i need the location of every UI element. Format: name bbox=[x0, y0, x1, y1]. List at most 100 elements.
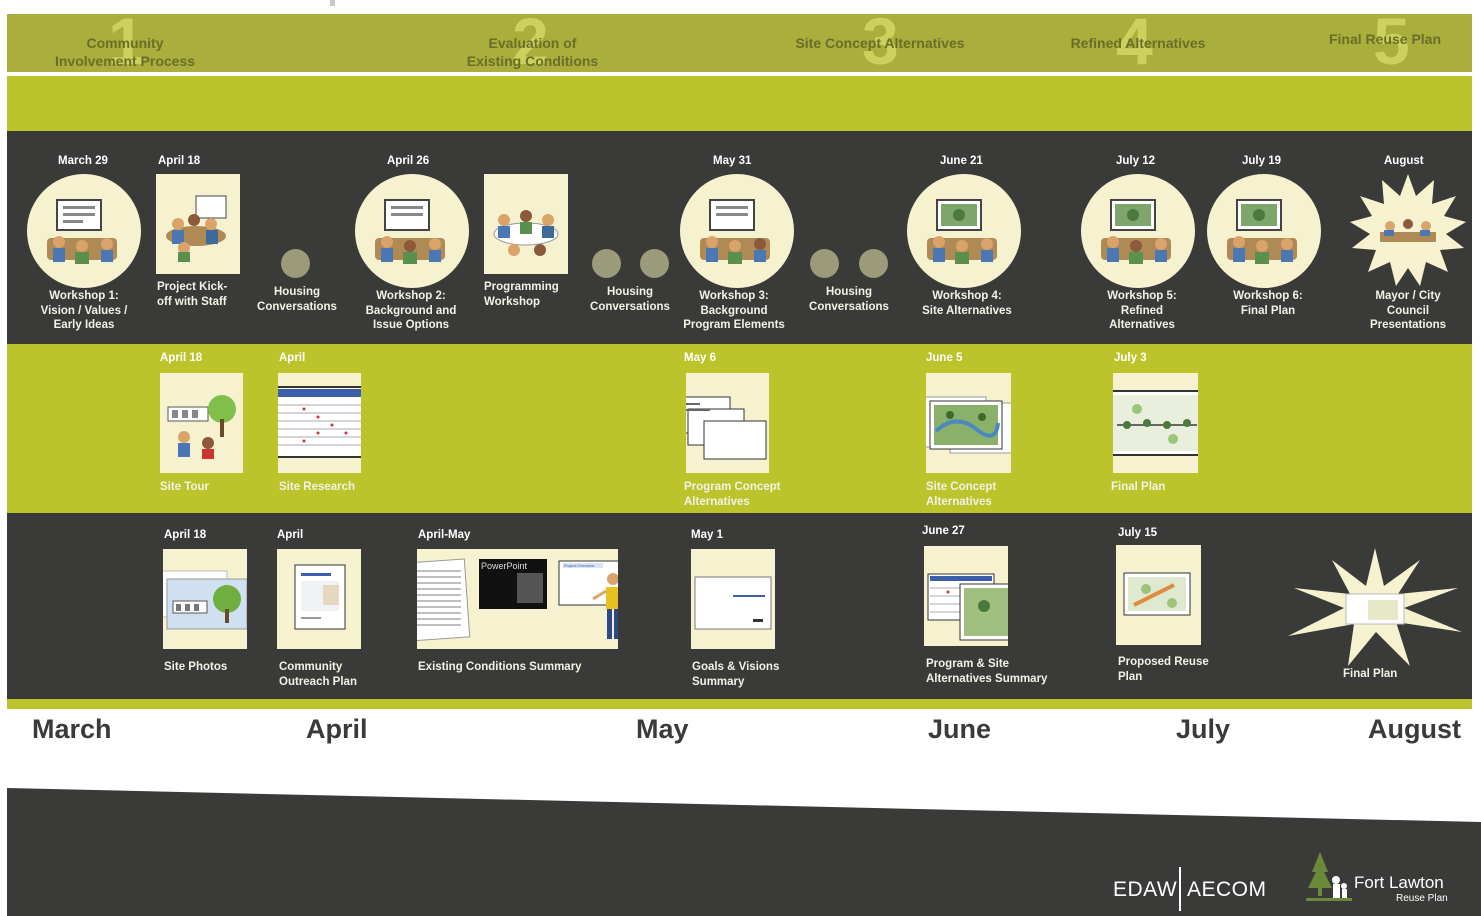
edaw-logo: EDAW bbox=[1113, 878, 1178, 901]
document-label: Community Outreach Plan bbox=[279, 661, 357, 688]
workshop-label: Workshop 2: Background and Issue Options bbox=[365, 290, 457, 331]
month-label: March bbox=[32, 714, 112, 744]
document-label: Site Photos bbox=[164, 661, 228, 673]
month-label: August bbox=[1368, 714, 1461, 744]
workshop-icon bbox=[907, 174, 1021, 288]
workshop-label: Housing Conversations bbox=[809, 286, 889, 313]
workshop-icon bbox=[680, 174, 794, 288]
phase-title: Refined Alternatives bbox=[1070, 35, 1206, 51]
kickoff-image bbox=[156, 174, 240, 274]
document-date: April bbox=[277, 529, 304, 541]
document-label: Program & Site Alternatives Summary bbox=[926, 658, 1048, 685]
fort-lawton-title: Fort Lawton bbox=[1354, 873, 1444, 892]
phase-number: 4 bbox=[1116, 4, 1153, 78]
workshop-label: Housing Conversations bbox=[257, 286, 337, 313]
phase-number: 5 bbox=[1373, 4, 1410, 78]
phase-number: 3 bbox=[862, 4, 899, 78]
housing-dot bbox=[592, 249, 621, 278]
project-overview-text: Project Overview bbox=[564, 563, 594, 568]
workshop-date: April 26 bbox=[387, 155, 430, 167]
workshop-icon bbox=[1081, 174, 1195, 288]
goals-visions-image bbox=[691, 549, 775, 649]
phase-title: Final Reuse Plan bbox=[1328, 31, 1442, 47]
workshop-label: Workshop 1: Vision / Values / Early Idea… bbox=[40, 290, 128, 331]
phase-title: Community Involvement Process bbox=[54, 35, 196, 69]
month-label: June bbox=[928, 714, 992, 744]
workshop-date: August bbox=[1384, 155, 1424, 167]
workshop-date: April 18 bbox=[158, 155, 201, 167]
site-photos-image bbox=[163, 549, 247, 649]
footer-band bbox=[7, 788, 1481, 916]
study-label: Final Plan bbox=[1111, 481, 1166, 493]
document-date: April 18 bbox=[164, 529, 207, 541]
program-site-image bbox=[924, 546, 1008, 646]
study-date: April 18 bbox=[160, 352, 203, 364]
month-label: April bbox=[306, 714, 368, 744]
phase-1: 1 Community Involvement Process bbox=[40, 8, 210, 74]
phase-title: Evaluation of Existing Conditions bbox=[466, 35, 599, 69]
workshop-label: Mayor / City Council Presentations bbox=[1369, 290, 1447, 331]
phase-header-bar bbox=[7, 14, 1472, 72]
reuse-plan-image bbox=[1116, 545, 1201, 645]
workshop-icon bbox=[355, 174, 469, 288]
site-concept-image bbox=[926, 373, 1011, 473]
phase-sub-band bbox=[7, 76, 1472, 131]
programming-image bbox=[484, 174, 568, 274]
study-label: Site Research bbox=[279, 481, 356, 493]
program-concept-image bbox=[686, 373, 769, 473]
powerpoint-text: PowerPoint bbox=[481, 561, 528, 571]
workshop-date: July 19 bbox=[1242, 155, 1281, 167]
phase-4: 4 Refined Alternatives bbox=[1058, 8, 1218, 74]
workshop-date: July 12 bbox=[1116, 155, 1155, 167]
month-label: July bbox=[1176, 714, 1231, 744]
workshop-label: Workshop 3: Background Program Elements bbox=[683, 290, 785, 331]
existing-conditions-image: PowerPoint Project Overview bbox=[417, 549, 618, 649]
aecom-logo: AECOM bbox=[1187, 878, 1267, 901]
phase-title: Site Concept Alternatives bbox=[795, 35, 965, 51]
workshop-label: Workshop 4: Site Alternatives bbox=[922, 290, 1012, 317]
footer-divider bbox=[1179, 867, 1181, 911]
document-label: Final Plan bbox=[1343, 668, 1398, 680]
workshop-label: Workshop 6: Final Plan bbox=[1233, 290, 1303, 317]
study-date: April bbox=[279, 352, 306, 364]
fort-lawton-logo-icon bbox=[1306, 850, 1352, 906]
phase-2: 2 Evaluation of Existing Conditions bbox=[450, 8, 615, 74]
timeline-strip bbox=[7, 699, 1472, 709]
site-tour-image bbox=[160, 373, 243, 473]
phase-5: 5 Final Reuse Plan bbox=[1315, 8, 1455, 74]
study-label: Site Tour bbox=[160, 481, 209, 493]
fort-lawton-subtitle: Reuse Plan bbox=[1396, 893, 1448, 904]
document-label: Goals & Visions Summary bbox=[692, 661, 780, 688]
top-tick bbox=[330, 0, 335, 6]
document-label: Proposed Reuse Plan bbox=[1118, 656, 1209, 683]
document-label: Existing Conditions Summary bbox=[418, 661, 582, 673]
document-date: July 15 bbox=[1118, 527, 1157, 539]
final-plan-starburst-icon bbox=[1288, 548, 1462, 668]
study-date: July 3 bbox=[1114, 352, 1147, 364]
workshop-icon bbox=[27, 174, 141, 288]
phase-divider-line bbox=[7, 72, 1472, 76]
document-date: June 27 bbox=[922, 525, 965, 537]
housing-dot bbox=[859, 249, 888, 278]
workshop-label: Housing Conversations bbox=[590, 286, 670, 313]
workshop-label: Project Kick- off with Staff bbox=[157, 281, 228, 308]
phase-number: 1 bbox=[108, 4, 145, 78]
document-date: May 1 bbox=[691, 529, 723, 541]
month-label: May bbox=[636, 714, 689, 744]
workshop-date: May 31 bbox=[713, 155, 752, 167]
housing-dot bbox=[810, 249, 839, 278]
housing-dot bbox=[281, 249, 310, 278]
document-date: April-May bbox=[418, 529, 471, 541]
study-label: Site Concept Alternatives bbox=[926, 481, 997, 508]
study-label: Program Concept Alternatives bbox=[684, 481, 781, 508]
phase-3: 3 Site Concept Alternatives bbox=[780, 8, 980, 74]
workshop-label: Programming Workshop bbox=[484, 281, 559, 308]
workshop-icon bbox=[1207, 174, 1321, 288]
phase-number: 2 bbox=[512, 4, 549, 78]
study-date: May 6 bbox=[684, 352, 716, 364]
final-plan-image bbox=[1113, 373, 1198, 473]
study-date: June 5 bbox=[926, 352, 963, 364]
council-starburst-icon bbox=[1350, 174, 1466, 290]
site-research-image bbox=[278, 373, 361, 473]
outreach-plan-image bbox=[277, 549, 361, 649]
